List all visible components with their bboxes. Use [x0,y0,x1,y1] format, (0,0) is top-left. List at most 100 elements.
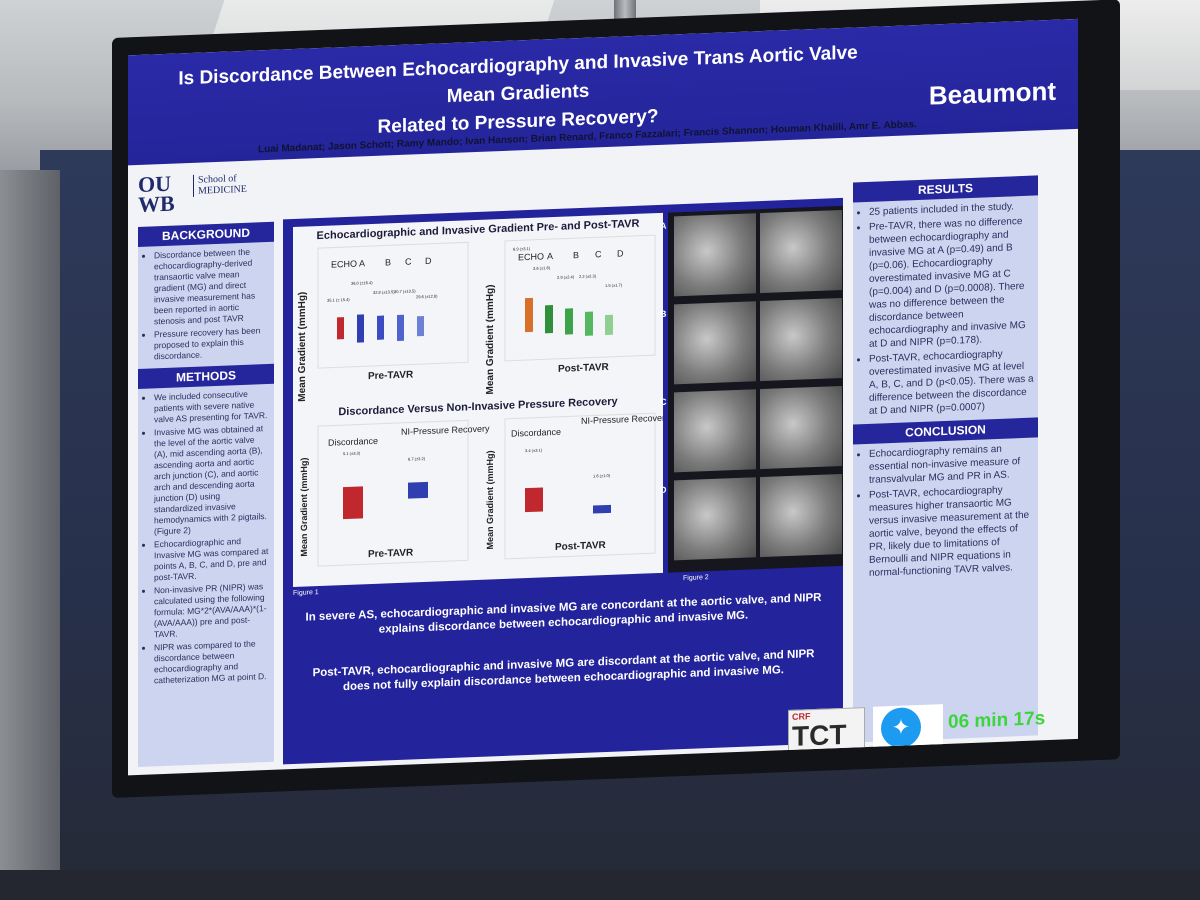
cat-label: B [573,250,579,260]
row-label: D [660,484,667,495]
list-item: NIPR was compared to the discordance bet… [154,638,270,686]
value-label: 29.6 (±12.8) [416,293,438,299]
ouwb-logo: OU WB School of MEDICINE [138,170,256,219]
post-plot-frame [504,234,656,362]
tct-logo: CRF TCT [788,707,865,758]
row-label: A [660,220,667,231]
value-label: 5.1 (±3.3) [343,450,361,456]
list-item: Invasive MG was obtained at the level of… [154,423,270,537]
value-label: 3.4 (±3.1) [525,447,543,453]
logo-school: School of MEDICINE [193,172,256,197]
logo-letters: OU WB [138,170,175,218]
disc-label: Discordance [328,436,378,448]
floor [0,870,1200,900]
box-echo-post [525,297,533,333]
box-nipr-pre [408,481,428,499]
beaumont-logo: Beaumont [928,75,1056,111]
takeaway-2: Post-TAVR, echocardiographic and invasiv… [312,648,815,694]
cat-label: C [405,256,412,266]
post-ylabel: Mean Gradient (mmHg) [485,284,496,394]
cat-label: A [359,258,365,268]
box-c-post [585,311,593,336]
box-nipr-post [593,504,611,514]
twitter-bird-icon: ✦ [881,706,921,749]
left-wall [0,170,60,900]
list-item: Echocardiography remains an essential no… [869,442,1034,487]
xray-image [674,213,756,297]
disc-post-label: Post-TAVR [555,540,606,553]
value-label: 3.6 (±1.6) [533,265,551,271]
cat-label: ECHO [518,251,544,262]
xray-image [674,389,756,473]
box-b-post [565,308,573,335]
value-label: 30.7 (±13.5) [394,288,416,294]
conclusion-list: Echocardiography remains an essential no… [853,437,1038,586]
figure-bottom-title: Discordance Versus Non-Invasive Pressure… [338,396,618,419]
disc-pre-ylabel: Mean Gradient (mmHg) [299,457,309,556]
box-a-post [545,305,553,334]
background-list: Discordance between the echocardiography… [138,242,274,369]
tct-text: TCT [792,718,847,752]
value-label: 6.9 (±3.1) [513,246,531,252]
center-panel: Echocardiographic and Invasive Gradient … [283,197,843,765]
disc-pre-frame [317,419,469,567]
countdown-timer: 06 min 17s [948,708,1046,733]
box-b-pre [377,315,384,340]
figure-1-plots: Mean Gradient (mmHg) ECHO A B C D 35.1 (… [297,234,663,567]
box-echo-pre [337,317,344,340]
list-item: Post-TAVR, echocardiography overestimate… [869,347,1034,418]
twitter-badge: ✦ [873,704,943,752]
monitor: Is Discordance Between Echocardiography … [112,0,1120,798]
value-label: 32.8 (±13.5) [373,289,395,295]
value-label: 35.1 (± 15.4) [327,297,350,303]
box-a-pre [357,314,364,343]
xray-image [760,209,842,294]
value-label: 36.0 (±16.4) [351,280,373,286]
disc-post-frame [504,412,656,560]
pre-plot-frame [317,241,469,369]
list-item: We included consecutive patients with se… [154,388,270,425]
takeaway-1: In severe AS, echocardiographic and inva… [305,591,822,636]
results-list: 25 patients included in the study. Pre-T… [853,195,1038,424]
list-item: Discordance between the echocardiography… [154,246,270,327]
post-tavr-label: Post-TAVR [558,362,609,375]
row-label: C [660,396,667,407]
box-c-pre [397,314,404,342]
list-item: Echocardiographic and Invasive MG was co… [154,535,270,583]
cat-label: D [425,256,432,266]
pre-tavr-label: Pre-TAVR [368,369,414,382]
nipr-label: NI-Pressure Recovery [581,413,663,426]
pre-ylabel: Mean Gradient (mmHg) [297,291,308,401]
figure-2-caption: Figure 2 [683,574,709,583]
left-column: BACKGROUND Discordance between the echoc… [138,221,274,768]
figure-2 [668,205,843,573]
value-label: 6.7 (±3.2) [408,456,426,462]
cat-label: B [385,257,391,267]
list-item: Pressure recovery has been proposed to e… [154,325,270,362]
value-label: 2.2 (±2.3) [579,273,597,279]
box-d-pre [417,316,424,337]
xray-image [760,385,842,470]
right-column: RESULTS 25 patients included in the stud… [853,175,1038,743]
disc-label: Discordance [511,427,561,439]
figure-1-caption: Figure 1 [293,589,319,598]
row-label: B [660,308,667,319]
value-label: 1.5 (±1.7) [605,282,623,288]
xray-image [760,473,842,558]
list-item: Non-invasive PR (NIPR) was calculated us… [154,581,270,640]
value-label: 1.6 (±1.0) [593,473,611,479]
poster-screen: Is Discordance Between Echocardiography … [128,18,1078,776]
cat-label: C [595,249,602,259]
cat-label: ECHO [331,259,357,270]
methods-list: We included consecutive patients with se… [138,384,274,693]
list-item: Pre-TAVR, there was no difference betwee… [869,215,1034,351]
figure-1: Echocardiographic and Invasive Gradient … [293,212,663,588]
cat-label: A [547,251,553,261]
xray-image [674,477,756,561]
value-label: 2.9 (±2.4) [557,274,575,280]
nipr-label: NI-Pressure Recovery [401,423,490,436]
box-d-post [605,314,613,336]
xray-image [674,301,756,385]
cat-label: D [617,248,624,258]
xray-image [760,297,842,382]
